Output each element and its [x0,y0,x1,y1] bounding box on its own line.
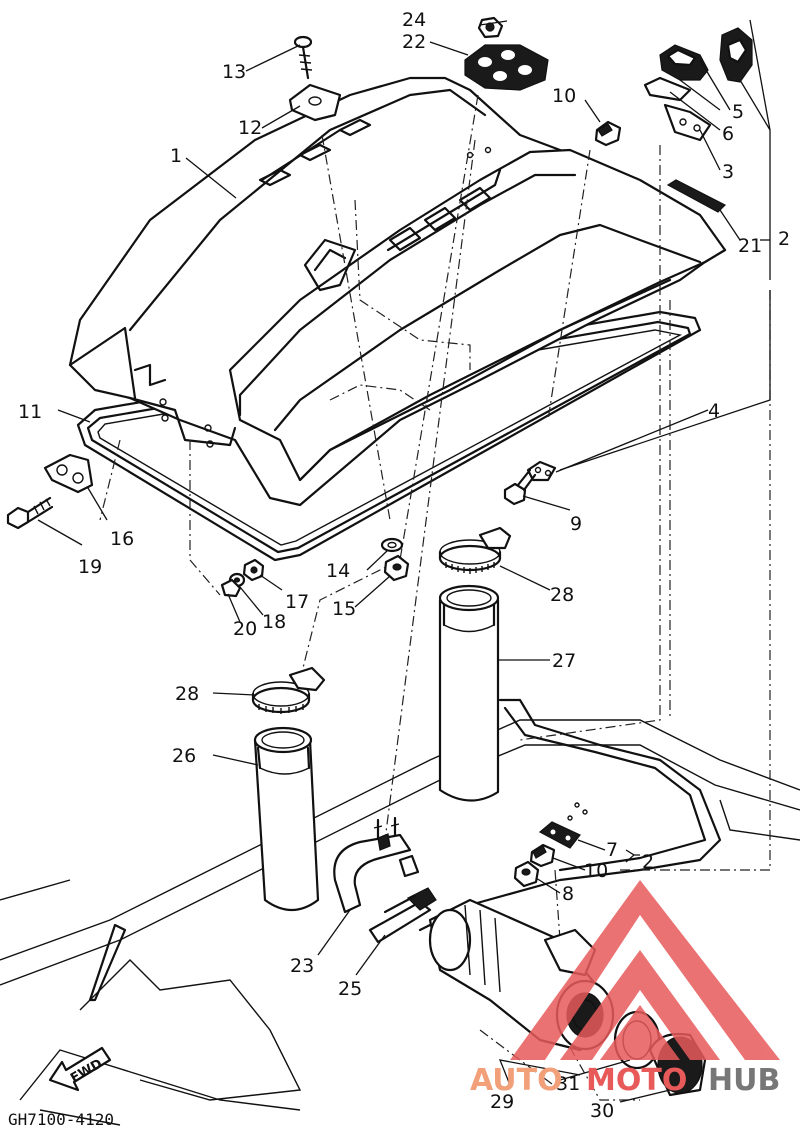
plate-7 [538,802,588,849]
rubber-10-lower [529,843,556,868]
latch-5 [659,27,753,83]
watermark-part-2: MOTO [586,1063,687,1098]
engine-hood-1 [68,76,727,507]
label-part-4: 4 [708,400,720,422]
label-part-8: 8 [562,883,574,905]
nut-15 [383,554,410,582]
label-part-1: 1 [170,145,182,167]
nut-17 [242,558,265,582]
hull-deck [0,698,800,1126]
bracket-23 [333,816,420,914]
label-part-18: 18 [262,611,286,633]
label-part-3: 3 [722,161,734,183]
label-part-30: 30 [590,1100,614,1122]
triangle-logo-icon [510,880,780,1060]
screw-13 [293,35,313,80]
strap-25 [368,887,437,944]
gasket-6 [643,76,692,102]
label-part-7: 7 [606,839,618,861]
bolt-19 [6,496,54,530]
hinge-16 [43,453,94,494]
label-part-28-lower: 28 [175,683,199,705]
washer-14 [380,537,404,553]
air-duct-27 [438,584,500,802]
label-part-21: 21 [738,235,762,257]
diagram-code: GH7100-4120 [8,1110,114,1129]
watermark-part-3: HUB [708,1063,780,1098]
label-part-29: 29 [490,1091,514,1113]
collar-20 [220,578,242,598]
strip-21 [666,179,727,213]
label-part-12: 12 [238,117,262,139]
part-labels: 1 2 2 3 4 5 6 7 8 9 10 10 11 12 13 14 15… [18,9,790,1122]
label-part-20: 20 [233,618,257,640]
label-part-10-lower: 10 [584,860,608,882]
label-part-2a: 2 [778,228,790,250]
hose-clamp-28-lower [251,666,326,714]
fwd-arrow-icon: FWD [48,1046,112,1092]
watermark: AUTO MOTO HUB [470,880,780,1098]
label-part-6: 6 [722,123,734,145]
hose-clamp-28-upper [438,526,512,574]
label-part-15: 15 [332,598,356,620]
cap-plate-12 [288,83,342,122]
nut-8 [513,860,540,888]
label-part-24: 24 [402,9,426,31]
label-part-31: 31 [556,1073,580,1095]
label-part-23: 23 [290,955,314,977]
label-part-22: 22 [402,31,426,53]
rubber-10-top [594,120,622,147]
leader-lines [37,19,771,1103]
label-part-5: 5 [732,101,744,123]
alignment-lines [99,94,771,1101]
label-part-26: 26 [172,745,196,767]
grommet-plate-22 [464,44,549,91]
label-part-11: 11 [18,401,42,423]
label-part-17: 17 [285,591,309,613]
label-part-9: 9 [570,513,582,535]
bolt-9 [503,468,537,506]
label-part-10-top: 10 [552,85,576,107]
label-part-28-upper: 28 [550,584,574,606]
label-part-16: 16 [110,528,134,550]
label-part-14: 14 [326,560,350,582]
label-part-25: 25 [338,978,362,1000]
label-part-27: 27 [552,650,576,672]
plate-3 [663,103,712,142]
nut-24 [477,16,504,39]
air-duct-26 [253,726,320,912]
label-part-19: 19 [78,556,102,578]
label-part-2b: 2 [642,851,654,873]
watermark-part-1: AUTO [470,1063,563,1098]
label-part-13: 13 [222,61,246,83]
